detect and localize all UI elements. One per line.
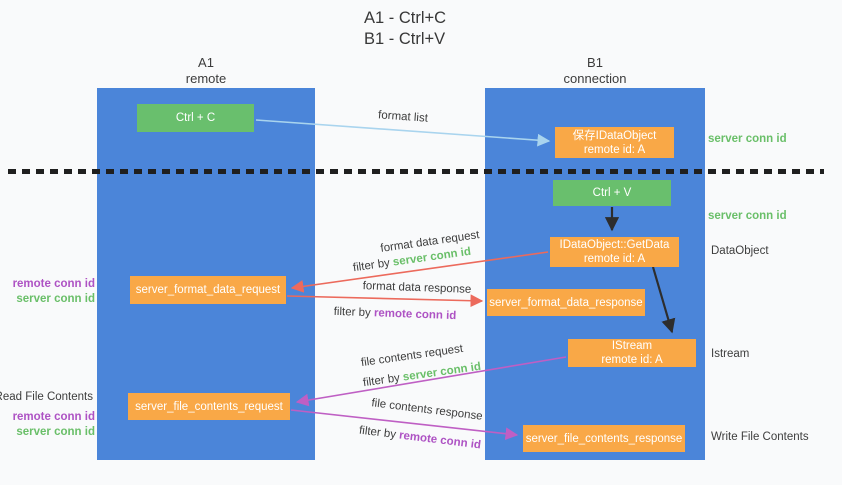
node-save-idataobject: 保存IDataObject remote id: A xyxy=(555,127,674,158)
node-getdata-line1: IDataObject::GetData xyxy=(559,239,670,251)
dotted-separator-line xyxy=(8,169,824,174)
node-file-response-label: server_file_contents_response xyxy=(525,432,683,445)
server-conn-id-label: server conn id xyxy=(16,293,95,305)
right-label-write-file-contents: Write File Contents xyxy=(711,431,809,443)
title-line-1: A1 - Ctrl+C xyxy=(364,9,447,27)
arrow-format-list xyxy=(255,119,551,147)
node-istream: IStream remote id: A xyxy=(568,339,696,367)
left-column-role: remote xyxy=(185,71,227,86)
left-conn-id-stack-1: remote conn id server conn id xyxy=(13,277,95,307)
remote-conn-id-label: remote conn id xyxy=(12,411,95,423)
right-column-name: B1 xyxy=(587,55,603,70)
left-column-name: A1 xyxy=(198,55,214,70)
left-label-read-file-contents: Read File Contents xyxy=(0,391,93,403)
right-label-server-conn-id-mid: server conn id xyxy=(708,210,787,222)
right-label-istream: Istream xyxy=(711,348,750,360)
node-ctrl-c: Ctrl + C xyxy=(137,104,254,132)
right-label-server-conn-id-top: server conn id xyxy=(708,133,787,145)
node-format-request-label: server_format_data_request xyxy=(135,284,281,296)
arrow-format-data-response xyxy=(286,294,484,308)
arrow-getdata-to-istream xyxy=(651,266,676,334)
server-conn-id-label: server conn id xyxy=(16,426,95,438)
diagram-title: A1 - Ctrl+C B1 - Ctrl+V xyxy=(364,8,446,50)
remote-conn-id-label: remote conn id xyxy=(12,278,95,290)
arrow-file-contents-response xyxy=(290,409,519,441)
node-save-idataobject-line1: 保存IDataObject xyxy=(572,129,657,142)
arrow-format-data-request xyxy=(290,251,549,293)
left-column-header: A1 remote xyxy=(97,55,315,87)
node-server-format-data-request: server_format_data_request xyxy=(130,276,286,304)
filter-by-text: filter by xyxy=(333,305,375,320)
right-column-header: B1 connection xyxy=(485,55,705,87)
node-save-idataobject-line2: remote id: A xyxy=(583,143,646,156)
right-column-role: connection xyxy=(563,71,627,86)
node-server-format-data-response: server_format_data_response xyxy=(487,289,645,316)
node-ctrl-c-label: Ctrl + C xyxy=(175,112,216,124)
node-file-request-label: server_file_contents_request xyxy=(135,400,283,413)
arrow-file-contents-request xyxy=(295,356,567,407)
node-server-file-contents-request: server_file_contents_request xyxy=(128,393,290,420)
node-server-file-contents-response: server_file_contents_response xyxy=(523,425,685,452)
node-istream-line1: IStream xyxy=(611,340,653,352)
title-line-2: B1 - Ctrl+V xyxy=(364,30,446,48)
left-conn-id-stack-2: remote conn id server conn id xyxy=(13,410,95,440)
node-getdata-line2: remote id: A xyxy=(583,253,646,265)
right-label-dataobject: DataObject xyxy=(711,245,769,257)
node-ctrl-v-label: Ctrl + V xyxy=(592,187,632,199)
node-ctrl-v: Ctrl + V xyxy=(553,180,671,206)
node-istream-line2: remote id: A xyxy=(601,354,663,366)
node-format-response-label: server_format_data_response xyxy=(489,296,643,309)
node-idataobject-getdata: IDataObject::GetData remote id: A xyxy=(550,237,679,267)
